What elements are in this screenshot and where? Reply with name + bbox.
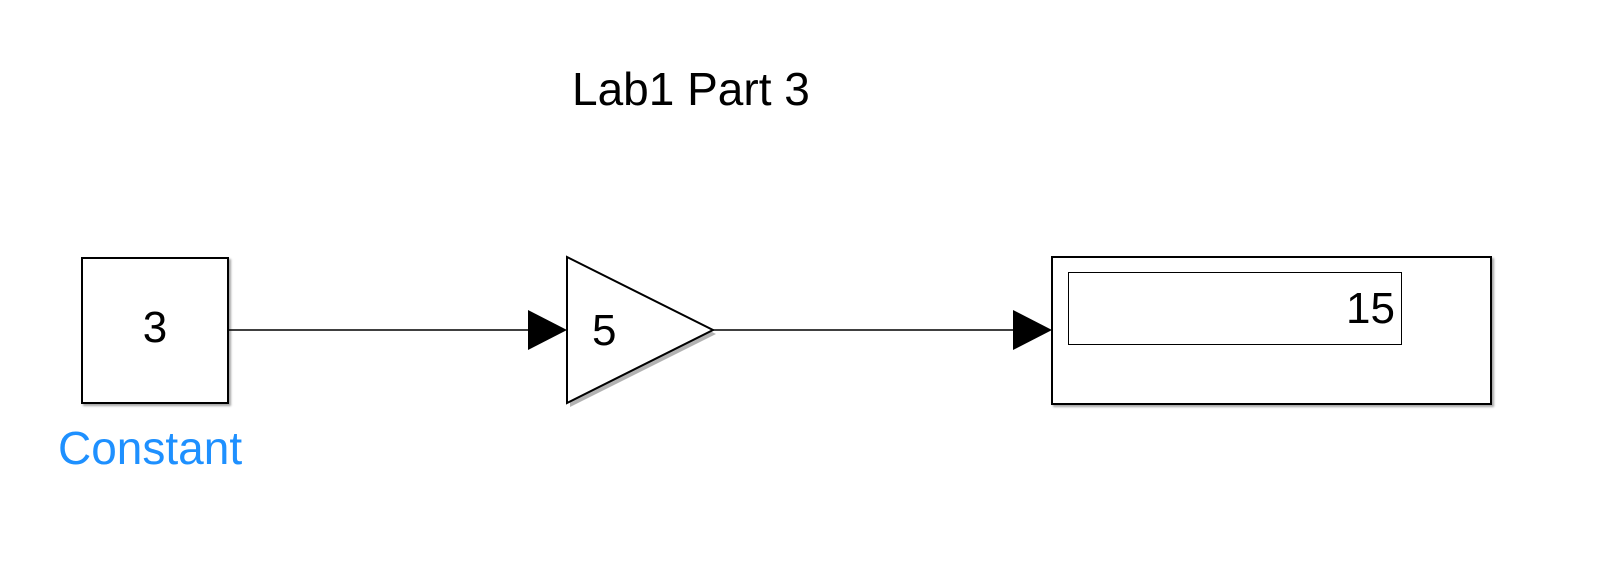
gain-block[interactable] [566, 255, 716, 405]
arrowhead-gain-input [528, 310, 567, 350]
model-title: Lab1 Part 3 [572, 63, 810, 115]
constant-value: 3 [142, 303, 168, 352]
constant-block[interactable]: 3 [81, 257, 229, 404]
display-value: 15 [1346, 284, 1395, 333]
gain-value: 5 [592, 306, 617, 355]
constant-block-label[interactable]: Constant [58, 422, 243, 474]
display-block[interactable]: 15 [1051, 256, 1492, 405]
arrowhead-display-input [1013, 310, 1052, 350]
display-readout: 15 [1068, 272, 1402, 345]
